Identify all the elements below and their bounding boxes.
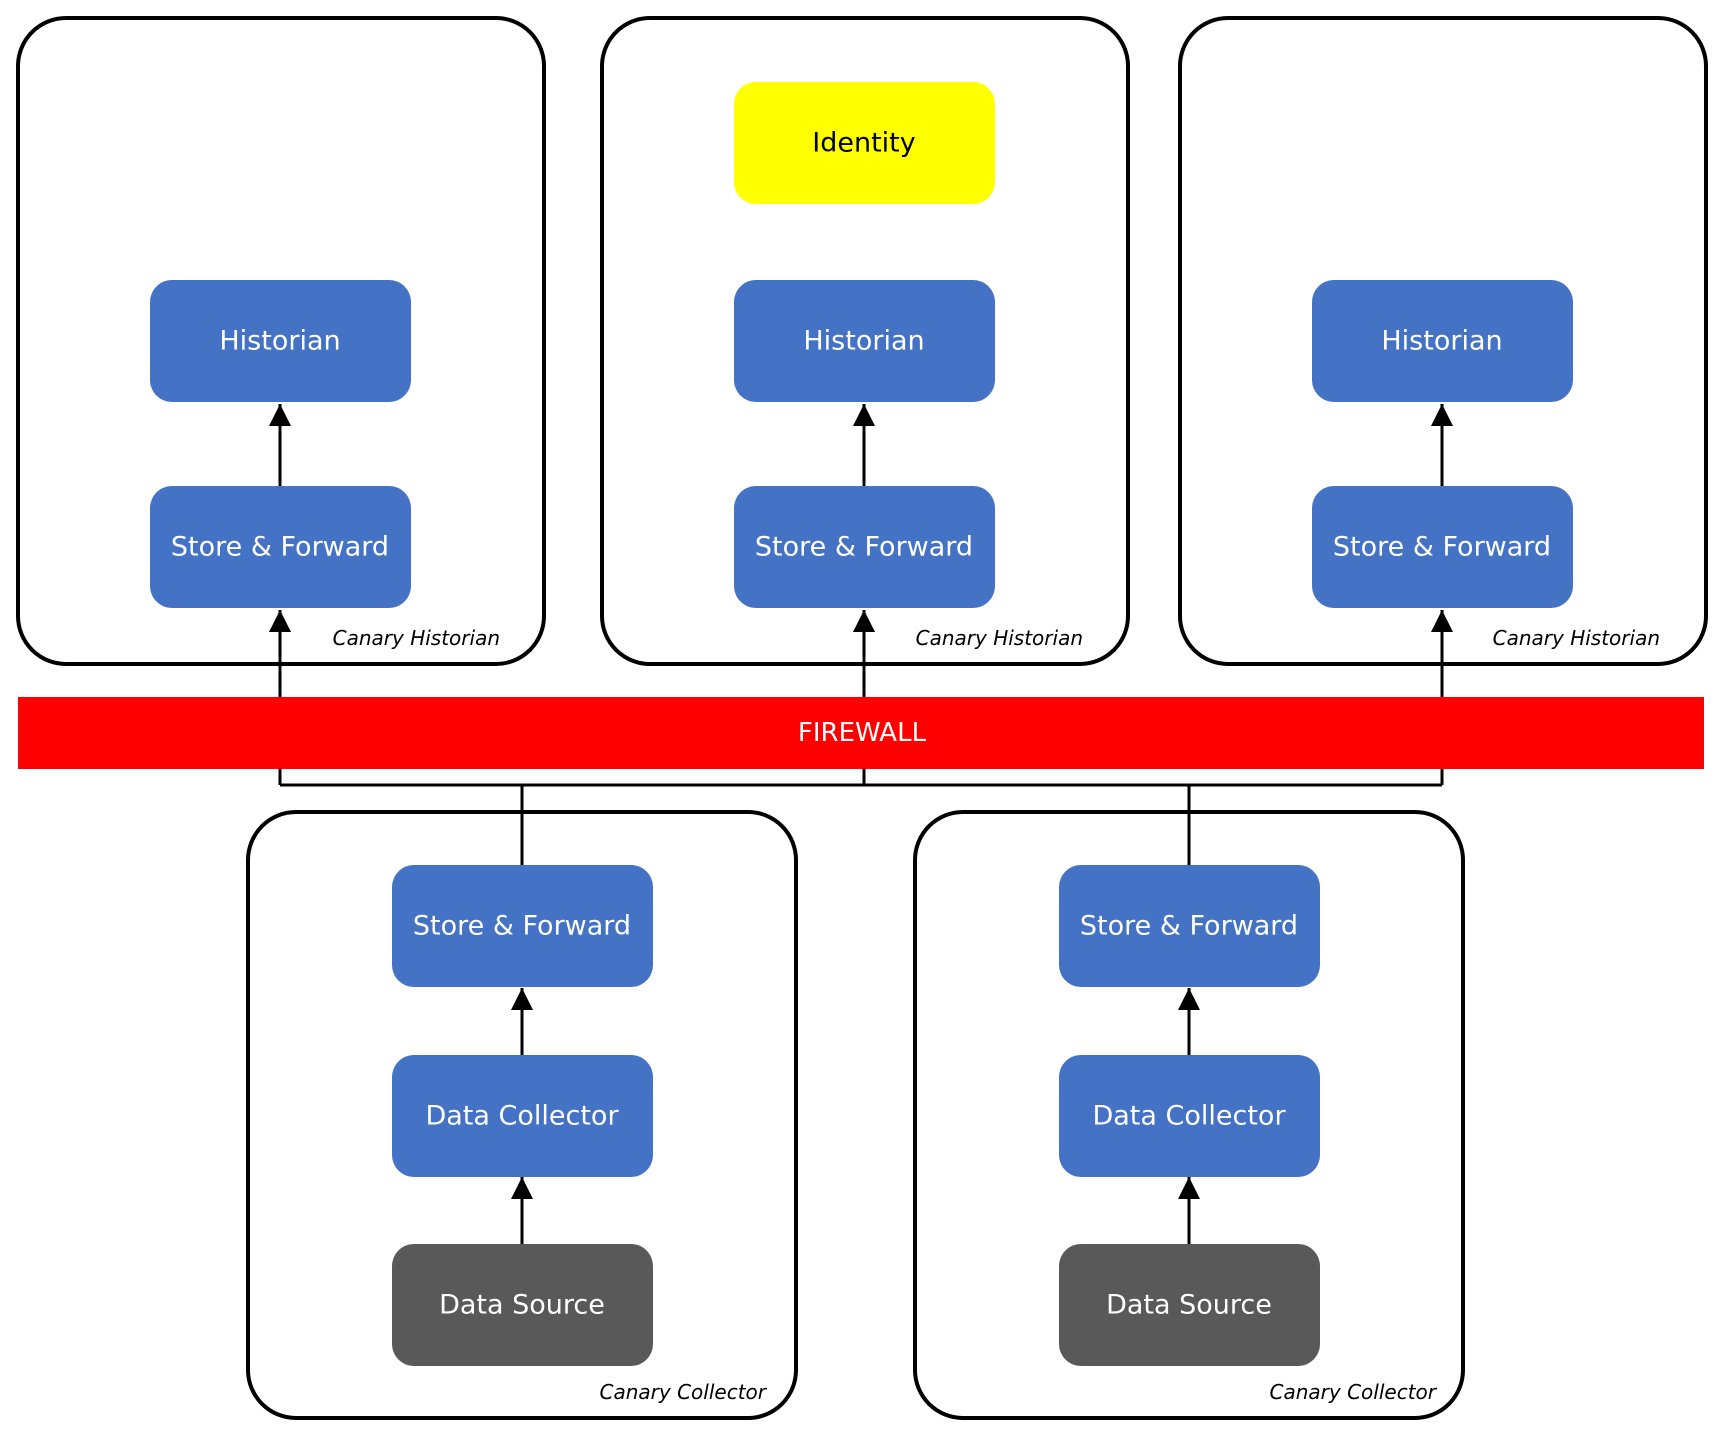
historian-1-store-forward-node: Store & Forward <box>150 486 411 608</box>
historian-2-store-forward-node: Store & Forward <box>734 486 995 608</box>
historian-3-historian-node: Historian <box>1312 280 1573 402</box>
node-label: Identity <box>812 128 915 159</box>
container-label: Canary Historian <box>916 626 1083 650</box>
firewall-rect <box>18 697 1704 769</box>
container-label: Canary Collector <box>1270 1380 1438 1404</box>
collector-1-data-collector-node: Data Collector <box>392 1055 653 1177</box>
collector-1-data-source-node: Data Source <box>392 1244 653 1366</box>
node-label: Store & Forward <box>171 532 389 563</box>
node-label: Store & Forward <box>1333 532 1551 563</box>
node-label: Store & Forward <box>755 532 973 563</box>
node-label: Historian <box>803 326 924 357</box>
node-label: Data Collector <box>425 1101 619 1132</box>
container-label: Canary Collector <box>600 1380 768 1404</box>
collector-2-data-source-node: Data Source <box>1059 1244 1320 1366</box>
historian-3-store-forward-node: Store & Forward <box>1312 486 1573 608</box>
historian-2-identity-node: Identity <box>734 82 995 204</box>
node-label: Store & Forward <box>1080 911 1298 942</box>
collector-1-store-forward-node: Store & Forward <box>392 865 653 987</box>
node-label: Data Source <box>439 1290 605 1321</box>
node-label: Historian <box>219 326 340 357</box>
container-label: Canary Historian <box>1493 626 1660 650</box>
node-label: Store & Forward <box>413 911 631 942</box>
collector-2-store-forward-node: Store & Forward <box>1059 865 1320 987</box>
collector-2-data-collector-node: Data Collector <box>1059 1055 1320 1177</box>
firewall-bar: FIREWALL <box>18 697 1704 769</box>
firewall-label: FIREWALL <box>798 718 927 748</box>
container-label: Canary Historian <box>333 626 500 650</box>
historian-1-historian-node: Historian <box>150 280 411 402</box>
node-label: Data Source <box>1106 1290 1272 1321</box>
node-label: Data Collector <box>1092 1101 1286 1132</box>
node-label: Historian <box>1381 326 1502 357</box>
historian-2-historian-node: Historian <box>734 280 995 402</box>
